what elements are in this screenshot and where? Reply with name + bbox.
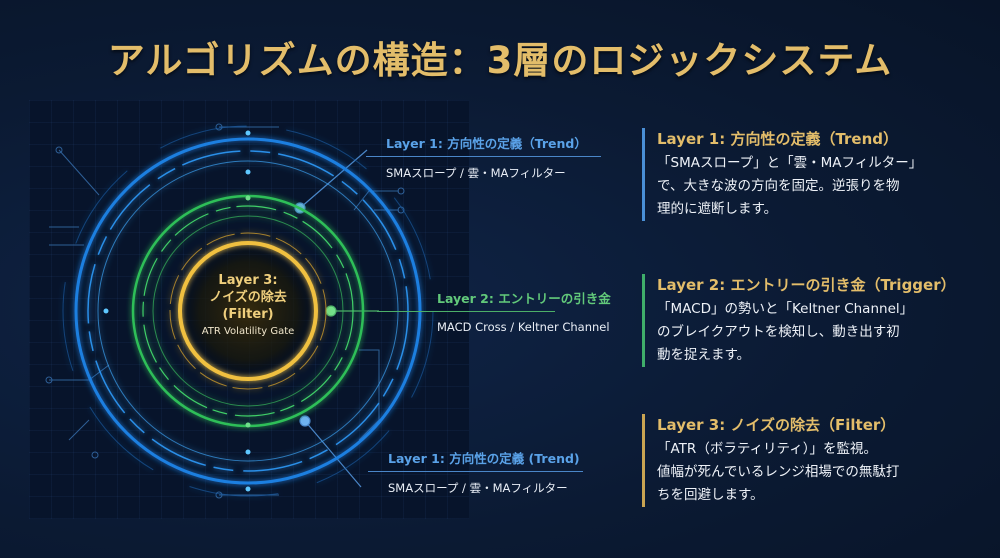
callout-heading: Layer 1: 方向性の定義 (Trend) [388, 451, 580, 466]
callout-detail: SMAスロープ / 雲・MAフィルター [386, 166, 566, 180]
core-title-line2: ノイズの除去 [209, 290, 287, 305]
section-body: 「SMAスロープ」と「雲・MAフィルター」 で、大きな波の方向を固定。逆張りを物… [657, 152, 1000, 221]
callout-layer1-top: Layer 1: 方向性の定義（Trend） SMAスロープ / 雲・MAフィル… [366, 133, 601, 181]
core-subtitle: ATR Volatility Gate [201, 326, 295, 337]
page-title: アルゴリズムの構造：3層のロジックシステム [107, 39, 893, 82]
callout-detail: SMAスロープ / 雲・MAフィルター [388, 481, 568, 495]
section-layer3: Layer 3: ノイズの除去（Filter） 「ATR（ボラティリティ）」を監… [642, 414, 1000, 507]
callout-divider [366, 156, 601, 157]
section-heading: Layer 3: ノイズの除去（Filter） [657, 416, 896, 434]
callout-divider [377, 311, 555, 312]
section-line: 値幅が死んでいるレンジ相場での無駄打 [657, 464, 900, 480]
section-heading: Layer 1: 方向性の定義（Trend） [657, 130, 899, 148]
section-body: 「ATR（ボラティリティ）」を監視。 値幅が死んでいるレンジ相場での無駄打 ちを… [657, 438, 1000, 507]
section-line: 動を捉えます。 [657, 347, 751, 363]
callout-layer2: Layer 2: エントリーの引き金 MACD Cross / Keltner … [377, 288, 611, 334]
core-title-line3: (Filter) [222, 307, 274, 322]
section-line: 「ATR（ボラティリティ）」を監視。 [657, 441, 877, 457]
callout-divider [368, 471, 583, 472]
section-layer1: Layer 1: 方向性の定義（Trend） 「SMAスロープ」と「雲・MAフィ… [642, 128, 1000, 221]
section-heading: Layer 2: エントリーの引き金（Trigger） [657, 276, 956, 294]
core-title-line1: Layer 3: [218, 273, 278, 288]
section-layer2: Layer 2: エントリーの引き金（Trigger） 「MACD」の勢いと「K… [642, 274, 1000, 367]
callout-heading: Layer 2: エントリーの引き金 [437, 291, 611, 306]
section-body: 「MACD」の勢いと「Keltner Channel」 のブレイクアウトを検知し… [657, 298, 1000, 367]
section-line: 理的に遮断します。 [657, 201, 778, 217]
section-line: のブレイクアウトを検知し、動き出す初 [657, 324, 900, 340]
callout-layer1-bottom: Layer 1: 方向性の定義 (Trend) SMAスロープ / 雲・MAフィ… [368, 448, 583, 496]
section-line: 「MACD」の勢いと「Keltner Channel」 [657, 301, 914, 317]
core-label: Layer 3: ノイズの除去 (Filter) ATR Volatility … [178, 272, 318, 337]
callout-heading: Layer 1: 方向性の定義（Trend） [386, 136, 587, 151]
section-line: ちを回避します。 [657, 487, 764, 503]
callout-detail: MACD Cross / Keltner Channel [437, 320, 610, 334]
section-line: 「SMAスロープ」と「雲・MAフィルター」 [657, 155, 923, 171]
section-line: で、大きな波の方向を固定。逆張りを物 [657, 178, 900, 194]
